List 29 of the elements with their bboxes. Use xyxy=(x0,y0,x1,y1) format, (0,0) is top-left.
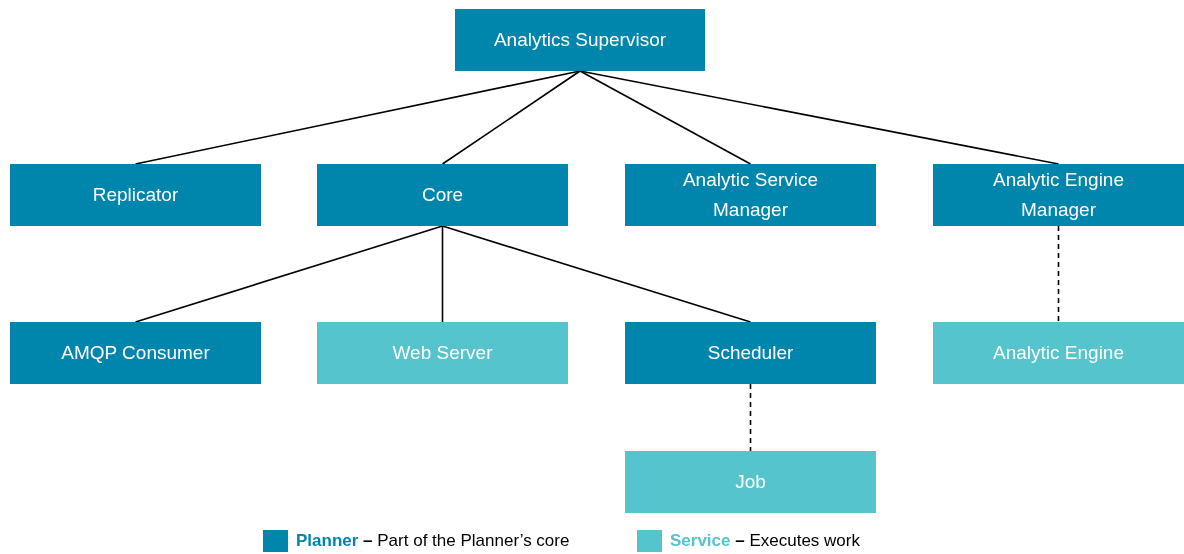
component-box xyxy=(625,164,876,226)
connector-line xyxy=(441,70,581,165)
box-label: Analytic Service Manager xyxy=(681,168,820,222)
legend-text: Planner – Part of the Planner’s core xyxy=(296,530,570,552)
dashed-connector xyxy=(1057,225,1060,323)
box-label: Web Server xyxy=(392,341,493,365)
box-label: Analytic Engine xyxy=(993,341,1124,365)
component-box xyxy=(317,164,568,226)
box-label: AMQP Consumer xyxy=(61,341,210,365)
connector-line xyxy=(579,70,752,165)
component-box xyxy=(933,164,1184,226)
component-box xyxy=(10,322,261,384)
box-label: Analytics Supervisor xyxy=(493,28,667,52)
component-box xyxy=(625,322,876,384)
connector-line xyxy=(134,225,444,323)
connector-line xyxy=(441,225,752,323)
component-box xyxy=(455,9,705,71)
box-label: Core xyxy=(421,183,464,207)
legend-text: Service – Executes work xyxy=(670,530,860,552)
box-label: Replicator xyxy=(92,183,179,207)
box-label: Analytic Engine Manager xyxy=(992,168,1125,222)
component-box xyxy=(10,164,261,226)
dashed-connector xyxy=(749,383,752,452)
component-box xyxy=(933,322,1184,384)
box-label: Scheduler xyxy=(707,341,794,365)
box-label: Job xyxy=(735,470,766,494)
connector-line xyxy=(441,225,444,323)
component-box xyxy=(625,451,876,513)
component-box xyxy=(317,322,568,384)
